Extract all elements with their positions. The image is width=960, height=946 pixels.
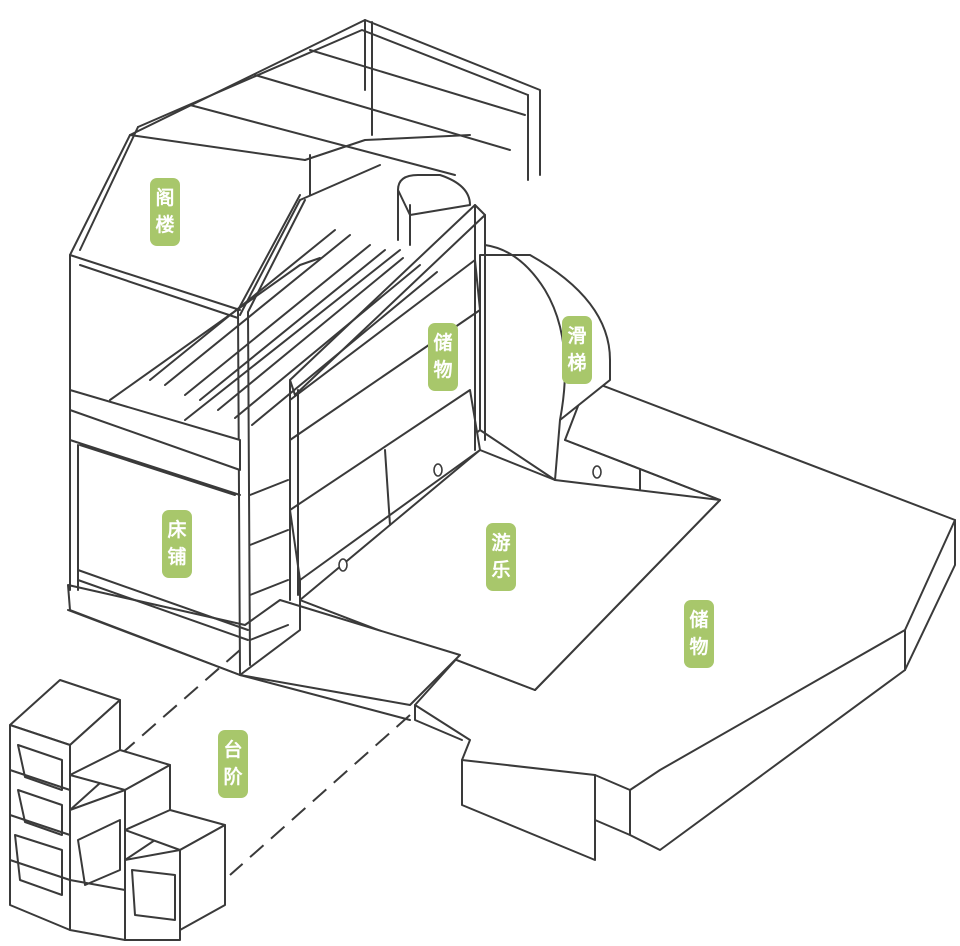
storage-cabinet <box>289 389 501 581</box>
label-attic: 阁 楼 <box>150 178 180 246</box>
label-bed: 床 铺 <box>162 510 192 578</box>
label-slide: 滑 梯 <box>562 316 592 384</box>
bunk-frame <box>69 19 541 676</box>
bed-slats <box>149 229 438 426</box>
label-storage-upper: 储 物 <box>428 323 458 391</box>
platform <box>299 379 956 861</box>
bed-base <box>67 584 461 721</box>
label-storage-platform: 储 物 <box>684 600 714 668</box>
label-play: 游 乐 <box>486 523 516 591</box>
step-storage-unit <box>9 679 226 941</box>
label-steps: 台 阶 <box>218 730 248 798</box>
slide <box>397 174 611 481</box>
dashed-guide-lines <box>119 649 411 876</box>
